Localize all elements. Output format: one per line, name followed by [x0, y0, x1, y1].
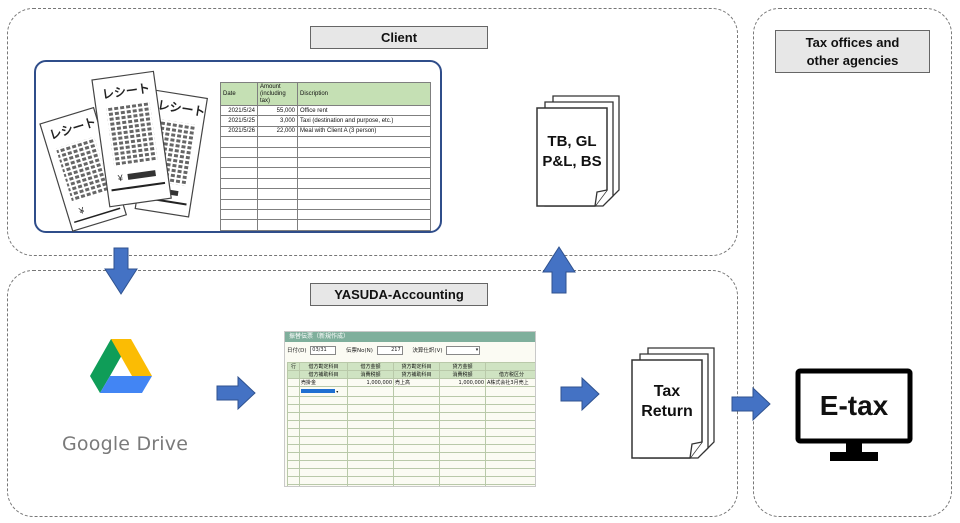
table-row: 2021/5/24 55,000 Office rent [220, 104, 431, 117]
table-row-empty[interactable] [287, 452, 535, 461]
credit-account[interactable]: 売上高 [393, 378, 440, 387]
grid-corner-cell: 行 [287, 362, 300, 371]
receipt-1: レシート ¥ [39, 106, 128, 232]
yasuda-zone [7, 270, 738, 517]
table-row-empty[interactable] [287, 428, 535, 437]
expense-date: 2021/5/25 [220, 115, 258, 127]
receipt-2-yen: ¥ [116, 173, 124, 184]
grid-header: 消費税額 [439, 370, 486, 379]
expense-amount: 3,000 [257, 115, 298, 127]
table-row-empty [220, 136, 431, 148]
grid-header: 借方金額 [347, 362, 394, 371]
grid-header: 貸方勘定科目 [393, 362, 440, 371]
arrow-down-icon [104, 247, 138, 295]
credit-amount[interactable]: 1,000,000 [439, 378, 486, 387]
settlement-label: 決算仕訳(V) [412, 348, 443, 354]
slip-no-label: 伝票No(N) [346, 348, 373, 354]
grid-header: 貸方補助科目 [393, 370, 440, 379]
client-zone-title: Client [310, 26, 488, 49]
table-row: 2021/5/26 22,000 Meal with Client A (3 p… [220, 125, 431, 138]
grid-header: 借方補助科目 [299, 370, 348, 379]
entry-memo[interactable]: A株式会社3月売上 [485, 378, 535, 387]
table-row-empty [220, 198, 431, 210]
reports-line-1: TB, GL [547, 133, 596, 150]
table-row-empty[interactable] [287, 396, 535, 405]
tax-offices-zone-title: Tax offices and other agencies [775, 30, 930, 73]
expense-description: Office rent [297, 104, 431, 117]
table-row-empty [220, 146, 431, 158]
grid-header [485, 362, 535, 371]
accounting-software-screenshot: 振替伝票（新規作成） 日付(D) 03/31 伝票No(N) 217 決算仕訳(… [284, 331, 536, 487]
expense-header-description: Discription [297, 82, 431, 106]
etax-label: E-tax [819, 390, 889, 421]
tax-return-line-1: Tax [654, 383, 680, 400]
client-zone [7, 8, 738, 256]
reports-document-icon: TB, GL P&L, BS [536, 95, 620, 207]
monitor-icon [795, 368, 913, 461]
date-field[interactable]: 03/31 [310, 346, 337, 355]
expense-description: Meal with Client A (3 person) [297, 125, 431, 138]
software-field-row: 日付(D) 03/31 伝票No(N) 217 決算仕訳(V) ▾ [287, 346, 482, 355]
table-row-empty [220, 208, 431, 221]
settlement-select[interactable]: ▾ [446, 346, 481, 355]
software-window-title: 振替伝票（新規作成） [285, 332, 535, 342]
google-drive-icon [90, 339, 152, 393]
table-row: 2021/5/25 3,000 Taxi (destination and pu… [220, 115, 431, 127]
table-row-empty [220, 167, 431, 179]
table-row-empty[interactable] [287, 420, 535, 429]
date-label: 日付(D) [287, 348, 307, 354]
expense-description: Taxi (destination and purpose, etc.) [297, 115, 431, 127]
google-drive-label: Google Drive [62, 433, 189, 455]
table-row-empty [220, 177, 431, 190]
grid-header: 貸方金額 [439, 362, 486, 371]
table-row-empty [220, 156, 431, 169]
table-row: 売掛金 1,000,000 売上高 1,000,000 A株式会社3月売上 [287, 378, 535, 387]
arrow-right-icon [216, 375, 256, 411]
expense-date: 2021/5/26 [220, 125, 258, 138]
active-input-cell[interactable]: ▾ [299, 386, 348, 397]
receipt-2: レシート ¥ [91, 70, 172, 208]
tax-offices-zone [753, 8, 952, 517]
expense-header-amount: Amount (including tax) [257, 82, 298, 106]
etax-label-box: E-tax [800, 390, 908, 430]
expense-date: 2021/5/24 [220, 104, 258, 117]
receipts-illustration: レシート レシート ¥ レシート ¥ [39, 70, 209, 232]
tax-return-document-icon: Tax Return [631, 347, 715, 459]
table-row: ▾ [287, 386, 535, 397]
arrow-up-icon [542, 246, 576, 294]
grid-header: 借方勘定科目 [299, 362, 348, 371]
table-row-empty[interactable] [287, 412, 535, 421]
yasuda-zone-title: YASUDA-Accounting [310, 283, 488, 306]
tax-return-line-2: Return [641, 403, 693, 420]
grid-header: 消費税額 [347, 370, 394, 379]
expense-table-header: Date Amount (including tax) Discription [220, 82, 431, 106]
arrow-right-icon [731, 386, 771, 422]
table-row-empty[interactable] [287, 404, 535, 413]
receipt-1-yen: ¥ [77, 205, 87, 217]
debit-account[interactable]: 売掛金 [299, 378, 348, 387]
receipt-2-label: レシート [101, 81, 150, 102]
table-row-empty[interactable] [287, 468, 535, 477]
grid-header-row-2: 借方補助科目 消費税額 貸方補助科目 消費税額 借方税区分 [287, 370, 535, 379]
table-row-empty[interactable] [287, 436, 535, 445]
expense-amount: 22,000 [257, 125, 298, 138]
reports-line-2: P&L, BS [542, 153, 601, 170]
arrow-right-icon [560, 376, 600, 412]
journal-entry-grid: 行 借方勘定科目 借方金額 貸方勘定科目 貸方金額 借方補助科目 消費税額 貸方… [287, 362, 535, 486]
table-row-empty [220, 219, 431, 231]
expense-table: Date Amount (including tax) Discription … [220, 82, 431, 231]
grid-header: 借方税区分 [485, 370, 535, 379]
expense-amount: 55,000 [257, 104, 298, 117]
table-row-empty[interactable] [287, 476, 535, 485]
expense-header-date: Date [220, 82, 258, 106]
table-row-empty[interactable] [287, 484, 535, 486]
table-row-empty[interactable] [287, 444, 535, 453]
table-row-empty[interactable] [287, 460, 535, 469]
grid-header-row-1: 行 借方勘定科目 借方金額 貸方勘定科目 貸方金額 [287, 362, 535, 371]
slip-no-field[interactable]: 217 [376, 346, 403, 355]
table-row-empty [220, 188, 431, 200]
debit-amount[interactable]: 1,000,000 [347, 378, 394, 387]
